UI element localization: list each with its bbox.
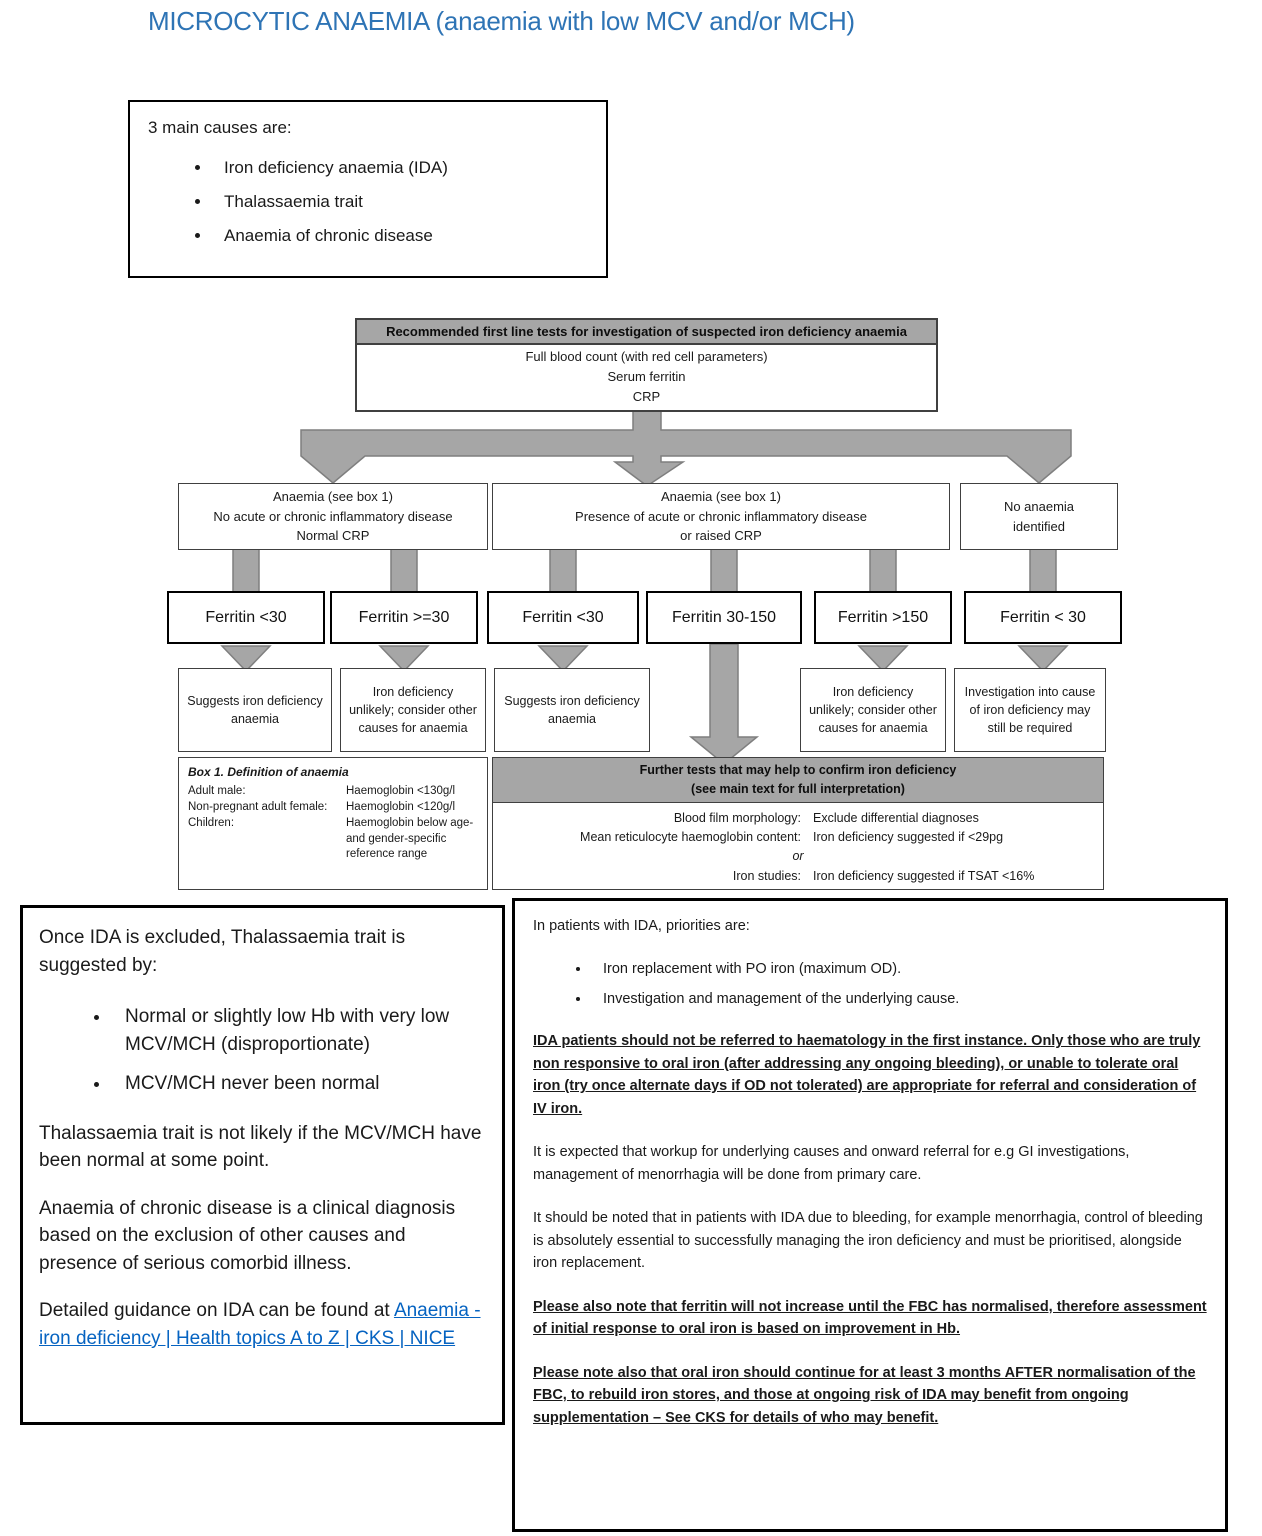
- box1-label: Adult male:: [188, 785, 246, 797]
- box1-label: Non-pregnant adult female:: [188, 801, 328, 814]
- causes-list: Iron deficiency anaemia (IDA) Thalassaem…: [130, 158, 606, 246]
- first-line-tests-body: Full blood count (with red cell paramete…: [357, 345, 936, 407]
- box1-definition-of-anaemia: Box 1. Definition of anaemia Adult male:…: [178, 757, 488, 890]
- ida-bullet-list: Iron replacement with PO iron (maximum O…: [533, 958, 1207, 1010]
- thal-bullet-list: Normal or slightly low Hb with very low …: [39, 1003, 486, 1098]
- outcome-box-3: Suggests iron deficiency anaemia: [494, 668, 650, 752]
- ida-para-continue-iron: Please note also that oral iron should c…: [533, 1364, 1196, 1426]
- test-name: Iron studies:: [732, 868, 801, 883]
- further-tests-header: Further tests that may help to confirm i…: [493, 758, 1103, 803]
- outcome-box-4: Iron deficiency unlikely; consider other…: [800, 668, 946, 752]
- thal-para-guidance: Detailed guidance on IDA can be found at…: [39, 1297, 486, 1352]
- ida-management-box: In patients with IDA, priorities are: Ir…: [512, 898, 1228, 1532]
- further-tests-row: Iron studies: Iron deficiency suggested …: [505, 867, 1091, 886]
- first-line-tests-header: Recommended first line tests for investi…: [357, 320, 936, 345]
- outcome-box-2: Iron deficiency unlikely; consider other…: [340, 668, 486, 752]
- ida-para-referral: IDA patients should not be referred to h…: [533, 1033, 1201, 1117]
- further-tests-header-line: (see main text for full interpretation): [691, 781, 905, 796]
- test-line: CRP: [632, 389, 661, 405]
- branch-line: or raised CRP: [680, 528, 762, 544]
- outcome-box-1: Suggests iron deficiency anaemia: [178, 668, 332, 752]
- branch-line: identified: [1012, 518, 1066, 534]
- thal-para-chronic-disease: Anaemia of chronic disease is a clinical…: [39, 1197, 456, 1274]
- branch-line: Presence of acute or chronic inflammator…: [575, 508, 867, 524]
- further-tests-box: Further tests that may help to confirm i…: [492, 757, 1104, 890]
- causes-heading: 3 main causes are:: [148, 118, 292, 137]
- first-line-tests-box: Recommended first line tests for investi…: [355, 318, 938, 412]
- further-tests-row: Mean reticulocyte haemoglobin content: I…: [505, 828, 1091, 847]
- outcome-box-5: Investigation into cause of iron deficie…: [954, 668, 1106, 752]
- causes-item: Thalassaemia trait: [212, 192, 606, 212]
- branch-box-no-inflammation: Anaemia (see box 1) No acute or chronic …: [178, 483, 488, 550]
- branch-line: No acute or chronic inflammatory disease: [213, 508, 453, 524]
- further-tests-arrow: [688, 643, 760, 765]
- ida-para-intro: In patients with IDA, priorities are:: [533, 918, 750, 934]
- branch-box-inflammation: Anaemia (see box 1) Presence of acute or…: [492, 483, 950, 550]
- branch-line: Normal CRP: [296, 528, 370, 544]
- box1-value: Haemoglobin <130g/l: [346, 785, 456, 797]
- ferritin-box-2: Ferritin >=30: [330, 591, 478, 644]
- further-tests-row: Blood film morphology: Exclude different…: [505, 809, 1091, 828]
- branch-box-no-anaemia: No anaemia identified: [960, 483, 1118, 550]
- further-tests-header-line: Further tests that may help to confirm i…: [639, 763, 957, 777]
- box1-value: Haemoglobin <120g/l: [346, 801, 456, 814]
- ferritin-box-6: Ferritin < 30: [964, 591, 1122, 644]
- test-line: Serum ferritin: [607, 369, 686, 385]
- ida-bullet: Iron replacement with PO iron (maximum O…: [591, 958, 1207, 980]
- vertical-connectors: [232, 547, 1057, 594]
- thal-para-unlikely: Thalassaemia trait is not likely if the …: [39, 1122, 482, 1172]
- causes-item: Iron deficiency anaemia (IDA): [212, 158, 606, 178]
- box1-title: Box 1. Definition of anaemia: [188, 765, 349, 779]
- box1-value: Haemoglobin below age- and gender-specif…: [346, 817, 474, 860]
- thal-para-intro: Once IDA is excluded, Thalassaemia trait…: [39, 927, 406, 976]
- causes-item: Anaemia of chronic disease: [212, 226, 606, 246]
- branch-line: No anaemia: [1003, 499, 1075, 514]
- page-title: MICROCYTIC ANAEMIA (anaemia with low MCV…: [148, 6, 855, 36]
- ida-para-workup: It is expected that workup for underlyin…: [533, 1144, 1130, 1183]
- or-text: or: [792, 849, 804, 864]
- test-result: Exclude differential diagnoses: [813, 810, 979, 825]
- ferritin-box-4: Ferritin 30-150: [646, 591, 802, 644]
- branch-line: Anaemia (see box 1): [273, 489, 393, 505]
- test-name: Blood film morphology:: [673, 810, 801, 825]
- box1-table: Adult male: Haemoglobin <130g/l Non-preg…: [188, 784, 478, 862]
- ferritin-box-1: Ferritin <30: [167, 591, 325, 644]
- test-name: Mean reticulocyte haemoglobin content:: [580, 829, 801, 844]
- branch-arrow: [300, 409, 1072, 487]
- ida-bullet: Investigation and management of the unde…: [591, 988, 1207, 1010]
- ida-para-bleeding: It should be noted that in patients with…: [533, 1210, 1203, 1272]
- thal-bullet: Normal or slightly low Hb with very low …: [111, 1003, 486, 1058]
- test-result: Iron deficiency suggested if TSAT <16%: [813, 868, 1035, 883]
- further-tests-body: Blood film morphology: Exclude different…: [493, 803, 1103, 887]
- ida-para-ferritin-note: Please also note that ferritin will not …: [533, 1298, 1207, 1338]
- branch-line: Anaemia (see box 1): [661, 489, 781, 505]
- box1-label: Children:: [188, 817, 235, 830]
- ferritin-box-3: Ferritin <30: [487, 591, 639, 644]
- thal-bullet: MCV/MCH never been normal: [111, 1070, 486, 1098]
- test-result: Iron deficiency suggested if <29pg: [813, 829, 1004, 844]
- causes-box: 3 main causes are: Iron deficiency anaem…: [128, 100, 608, 278]
- guidance-text: Detailed guidance on IDA can be found at: [39, 1300, 394, 1322]
- cks-nice-link[interactable]: Anaemia - iron deficiency | Health topic…: [39, 1300, 481, 1350]
- ferritin-box-5: Ferritin >150: [814, 591, 952, 644]
- thalassaemia-notes-box: Once IDA is excluded, Thalassaemia trait…: [20, 905, 505, 1425]
- test-line: Full blood count (with red cell paramete…: [525, 349, 768, 364]
